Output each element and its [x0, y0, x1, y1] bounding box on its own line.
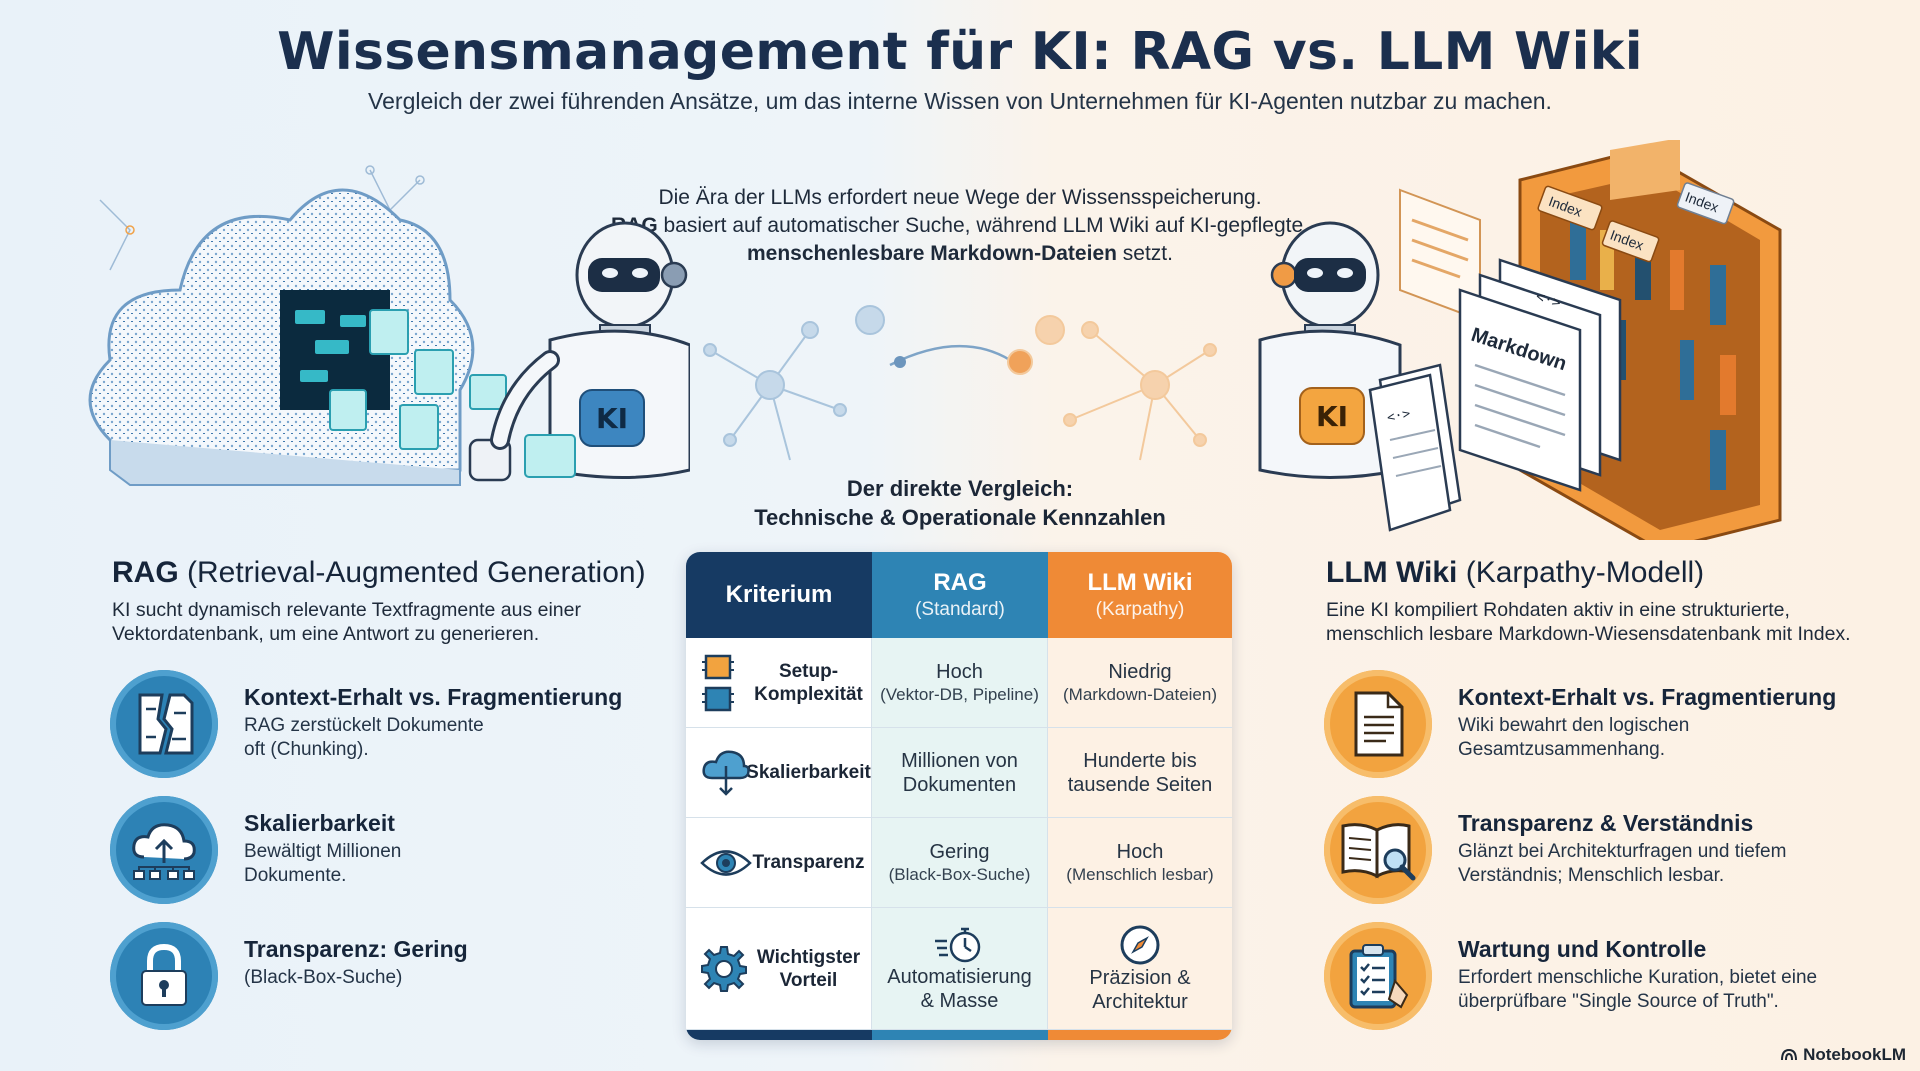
open-book-magnifier-icon [1324, 796, 1432, 904]
feature-title: Transparenz & Verständnis [1458, 810, 1754, 836]
feature-title: Kontext-Erhalt vs. Fragmentierung [244, 684, 623, 710]
brand-logo: NotebookLM [1780, 1045, 1906, 1065]
cloud-down-icon [702, 749, 750, 796]
rag-value-detail: (Black-Box-Suche) [888, 864, 1031, 884]
rag-value: Millionen von Dokumenten [901, 749, 1018, 796]
wiki-feature-maintenance: Wartung und Kontrolle Erfordert menschli… [1324, 922, 1817, 1030]
criterion-label: Skalierbarkeit [746, 762, 871, 783]
svg-text:<·>: <·> [1386, 406, 1412, 426]
table-row-advantage: Wichtigster Vorteil Automatisierung & Ma… [686, 908, 1232, 1030]
network-orange [1007, 315, 1217, 461]
rag-value: Gering [929, 840, 990, 863]
column-header-criterion: Kriterium [686, 552, 872, 638]
rag-feature-transparency: Transparenz: Gering (Black-Box-Suche) [110, 922, 468, 1030]
wiki-value-detail: (Menschlich lesbar) [1066, 864, 1214, 884]
comparison-heading-line-2: Technische & Operationale Kennzahlen [754, 505, 1166, 530]
wiki-value-detail: (Markdown-Dateien) [1063, 684, 1217, 704]
column-header-rag: RAG (Standard) [872, 552, 1048, 638]
rag-title: RAG (Retrieval-Augmented Generation) [112, 556, 646, 589]
wiki-value: Hunderte bis tausende Seiten [1067, 749, 1213, 796]
rag-feature-context: Kontext-Erhalt vs. Fragmentierung RAG ze… [110, 670, 622, 778]
page-subtitle: Vergleich der zwei führenden Ansätze, um… [368, 88, 1552, 114]
rag-cloud-robot-illustration: KI [88, 165, 690, 486]
wiki-section-header: LLM Wiki (Karpathy-Modell) Eine KI kompi… [1326, 556, 1906, 646]
robot-right: KI <·> [1258, 221, 1462, 532]
comparison-heading: Der direkte Vergleich: Technische & Oper… [660, 474, 1260, 532]
wiki-value: Hoch [1116, 840, 1164, 863]
circuit-chip-icon [702, 654, 734, 711]
rag-description: KI sucht dynamisch relevante Textfragmen… [112, 599, 581, 645]
code-window [1399, 188, 1481, 322]
feature-description: (Black-Box-Suche) [244, 967, 403, 988]
network-blue [703, 305, 885, 461]
eye-icon [700, 849, 752, 876]
padlock-icon [110, 922, 218, 1030]
document-icon [1324, 670, 1432, 778]
criterion-label: Wichtigster Vorteil [756, 946, 861, 991]
intro-line-3: menschenlesbare Markdown-Dateien setzt. [747, 242, 1173, 265]
feature-description: Bewältigt Millionen Dokumente. [244, 841, 402, 886]
text-fragments [329, 309, 507, 450]
wiki-feature-transparency: Transparenz & Verständnis Glänzt bei Arc… [1324, 796, 1786, 904]
page-title: Wissensmanagement für KI: RAG vs. LLM Wi… [277, 22, 1643, 82]
robot-left: KI [468, 221, 690, 482]
intro-text: Die Ära der LLMs erfordert neue Wege der… [560, 184, 1360, 268]
feature-title: Wartung und Kontrolle [1458, 936, 1707, 962]
rag-value-detail: (Vektor-DB, Pipeline) [880, 684, 1039, 704]
svg-text:KI: KI [1316, 400, 1348, 433]
wiki-title: LLM Wiki (Karpathy-Modell) [1326, 556, 1705, 589]
svg-text:<·>: <·> [1534, 289, 1563, 312]
brand-name: NotebookLM [1803, 1045, 1906, 1064]
column-header-wiki: LLM Wiki (Karpathy) [1048, 552, 1232, 638]
comparison-heading-line-1: Der direkte Vergleich: [846, 476, 1074, 501]
compass-icon [1120, 925, 1160, 964]
gear-icon [701, 945, 747, 992]
center-network-graphic [703, 305, 1217, 461]
wiki-feature-context: Kontext-Erhalt vs. Fragmentierung Wiki b… [1324, 670, 1836, 778]
feature-title: Skalierbarkeit [244, 810, 395, 836]
feature-description: Wiki bewahrt den logischen Gesamtzusamme… [1458, 715, 1690, 760]
feature-description: Glänzt bei Architekturfragen und tiefem … [1458, 841, 1787, 886]
clipboard-checklist-icon [1324, 922, 1432, 1030]
rag-value: Hoch [936, 660, 983, 683]
criterion-label: Setup- Komplexität [754, 660, 863, 705]
notebooklm-icon [1781, 1048, 1798, 1061]
stopwatch-icon [934, 927, 980, 962]
feature-description: RAG zerstückelt Dokumente oft (Chunking)… [244, 715, 484, 760]
wiki-value: Niedrig [1108, 660, 1172, 683]
rag-feature-scalability: Skalierbarkeit Bewältigt Millionen Dokum… [110, 796, 401, 904]
feature-description: Erfordert menschliche Kuration, bietet e… [1458, 967, 1818, 1012]
wiki-value: Präzision & Architektur [1089, 966, 1191, 1013]
cloud-upload-icon [110, 796, 218, 904]
svg-text:KI: KI [596, 402, 628, 435]
intro-line-1: Die Ära der LLMs erfordert neue Wege der… [658, 186, 1262, 209]
criterion-label: Transparenz [752, 852, 865, 873]
feature-title: Transparenz: Gering [244, 936, 468, 962]
table-row-transparency: Transparenz Gering(Black-Box-Suche) Hoch… [686, 818, 1232, 908]
rag-section-header: RAG (Retrieval-Augmented Generation) KI … [112, 556, 672, 646]
wiki-robot-bookshelf-illustration: Index Index Index Markdown <·> KI <·> [1258, 140, 1782, 540]
wiki-description: Eine KI kompiliert Rohdaten aktiv in ein… [1326, 599, 1851, 645]
torn-document-icon [110, 670, 218, 778]
table-row-scalability: Skalierbarkeit Millionen von Dokumenten … [686, 728, 1232, 818]
feature-title: Kontext-Erhalt vs. Fragmentierung [1458, 684, 1837, 710]
rag-value: Automatisierung & Masse [887, 965, 1032, 1012]
comparison-table: Kriterium RAG (Standard) LLM Wiki (Karpa… [686, 552, 1232, 1040]
table-row-setup: Setup- Komplexität Hoch(Vektor-DB, Pipel… [686, 638, 1232, 728]
markdown-documents: Markdown <·> [1458, 258, 1622, 492]
